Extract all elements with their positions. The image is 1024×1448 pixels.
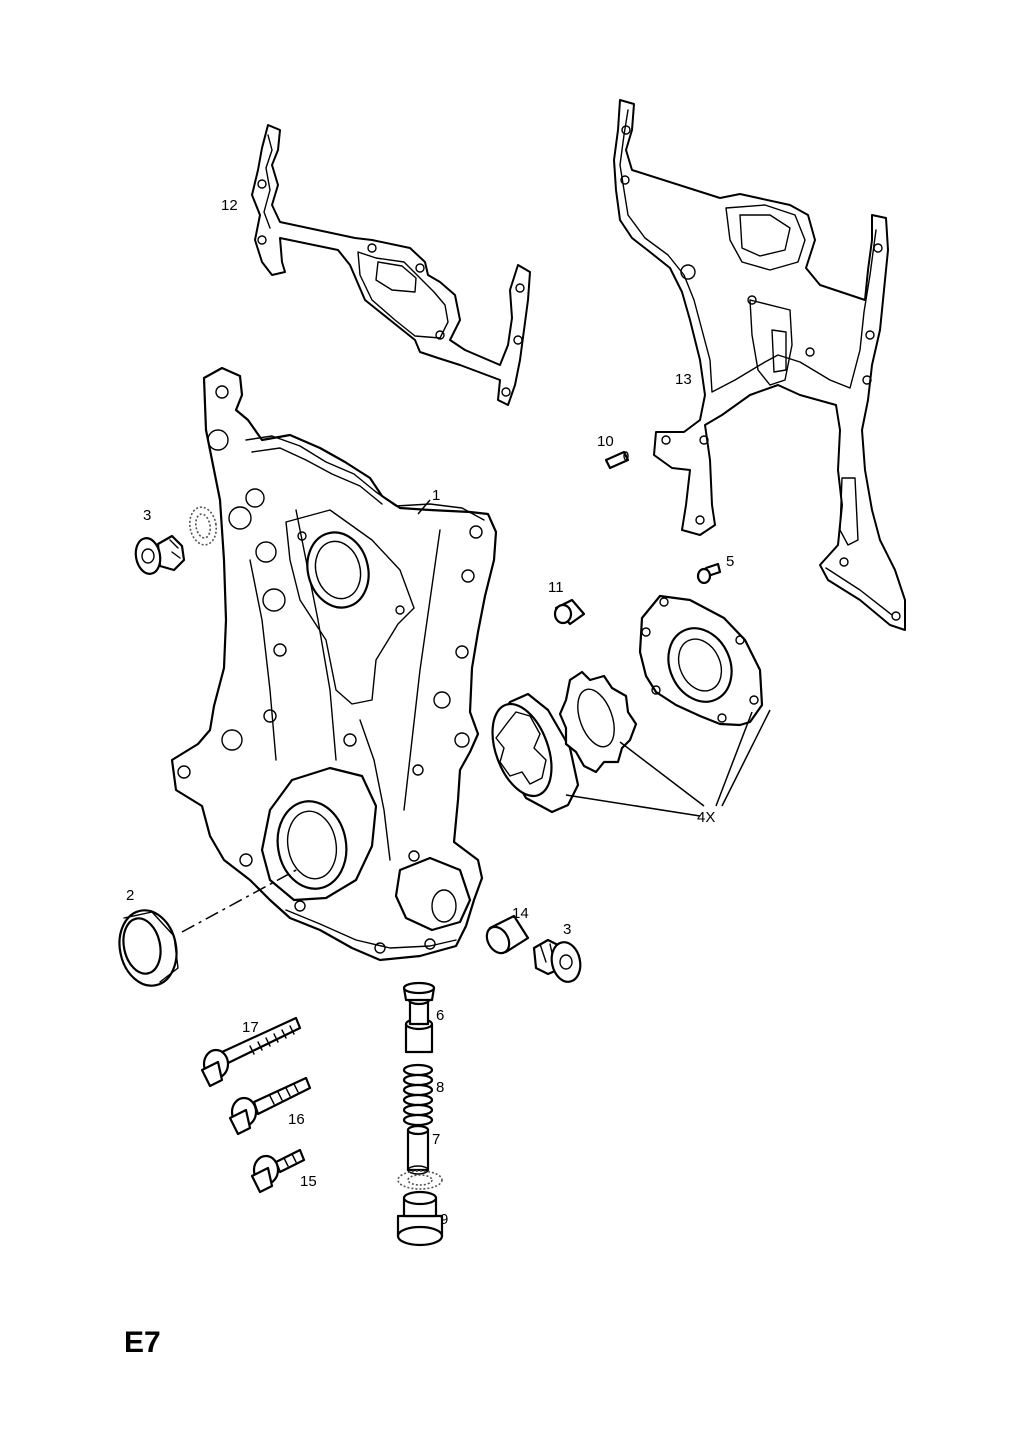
timing-cover-1 xyxy=(170,366,498,962)
oil-pump-cover xyxy=(638,594,764,727)
callout-8: 8 xyxy=(436,1079,444,1096)
sleeve-11 xyxy=(553,598,586,626)
oil-pump-rotor-inner xyxy=(558,670,638,774)
dowel-pin-10 xyxy=(604,450,630,470)
diagram-id: E7 xyxy=(124,1326,161,1359)
callout-15: 15 xyxy=(300,1173,317,1190)
spring-8 xyxy=(402,1063,434,1127)
plug-3-lower xyxy=(532,938,582,983)
bolt-16 xyxy=(228,1076,312,1136)
bolt-17 xyxy=(200,1016,302,1088)
callout-3-upper: 3 xyxy=(143,507,151,524)
callout-4x: 4X xyxy=(697,809,715,826)
washer-9 xyxy=(397,1170,443,1190)
crankshaft-seal-2 xyxy=(118,909,179,987)
callout-17: 17 xyxy=(242,1019,259,1036)
piston-7 xyxy=(406,1124,430,1175)
callout-3-lower: 3 xyxy=(563,921,571,938)
callout-5: 5 xyxy=(726,553,734,570)
callout-13: 13 xyxy=(675,371,692,388)
callout-11: 11 xyxy=(548,579,564,596)
oil-pump-rotor-outer xyxy=(491,692,580,814)
callout-9: 9 xyxy=(440,1211,448,1228)
callout-2: 2 xyxy=(126,887,134,904)
plug-3-upper xyxy=(134,534,186,575)
plug-3-upper-washer xyxy=(188,506,218,546)
callout-1: 1 xyxy=(432,487,440,504)
bolt-15 xyxy=(250,1148,306,1194)
screw-5 xyxy=(696,562,722,585)
callout-7: 7 xyxy=(432,1131,440,1148)
gasket-13 xyxy=(613,99,906,631)
relief-valve-6 xyxy=(402,981,436,1054)
callout-6: 6 xyxy=(436,1007,444,1024)
leader-lines xyxy=(181,499,771,933)
callout-16: 16 xyxy=(288,1111,305,1128)
callout-14: 14 xyxy=(512,905,529,922)
callout-10: 10 xyxy=(597,433,614,450)
callout-12: 12 xyxy=(221,197,238,214)
plug-9 xyxy=(396,1190,444,1247)
gasket-12 xyxy=(251,124,531,406)
sleeve-14 xyxy=(485,914,530,955)
